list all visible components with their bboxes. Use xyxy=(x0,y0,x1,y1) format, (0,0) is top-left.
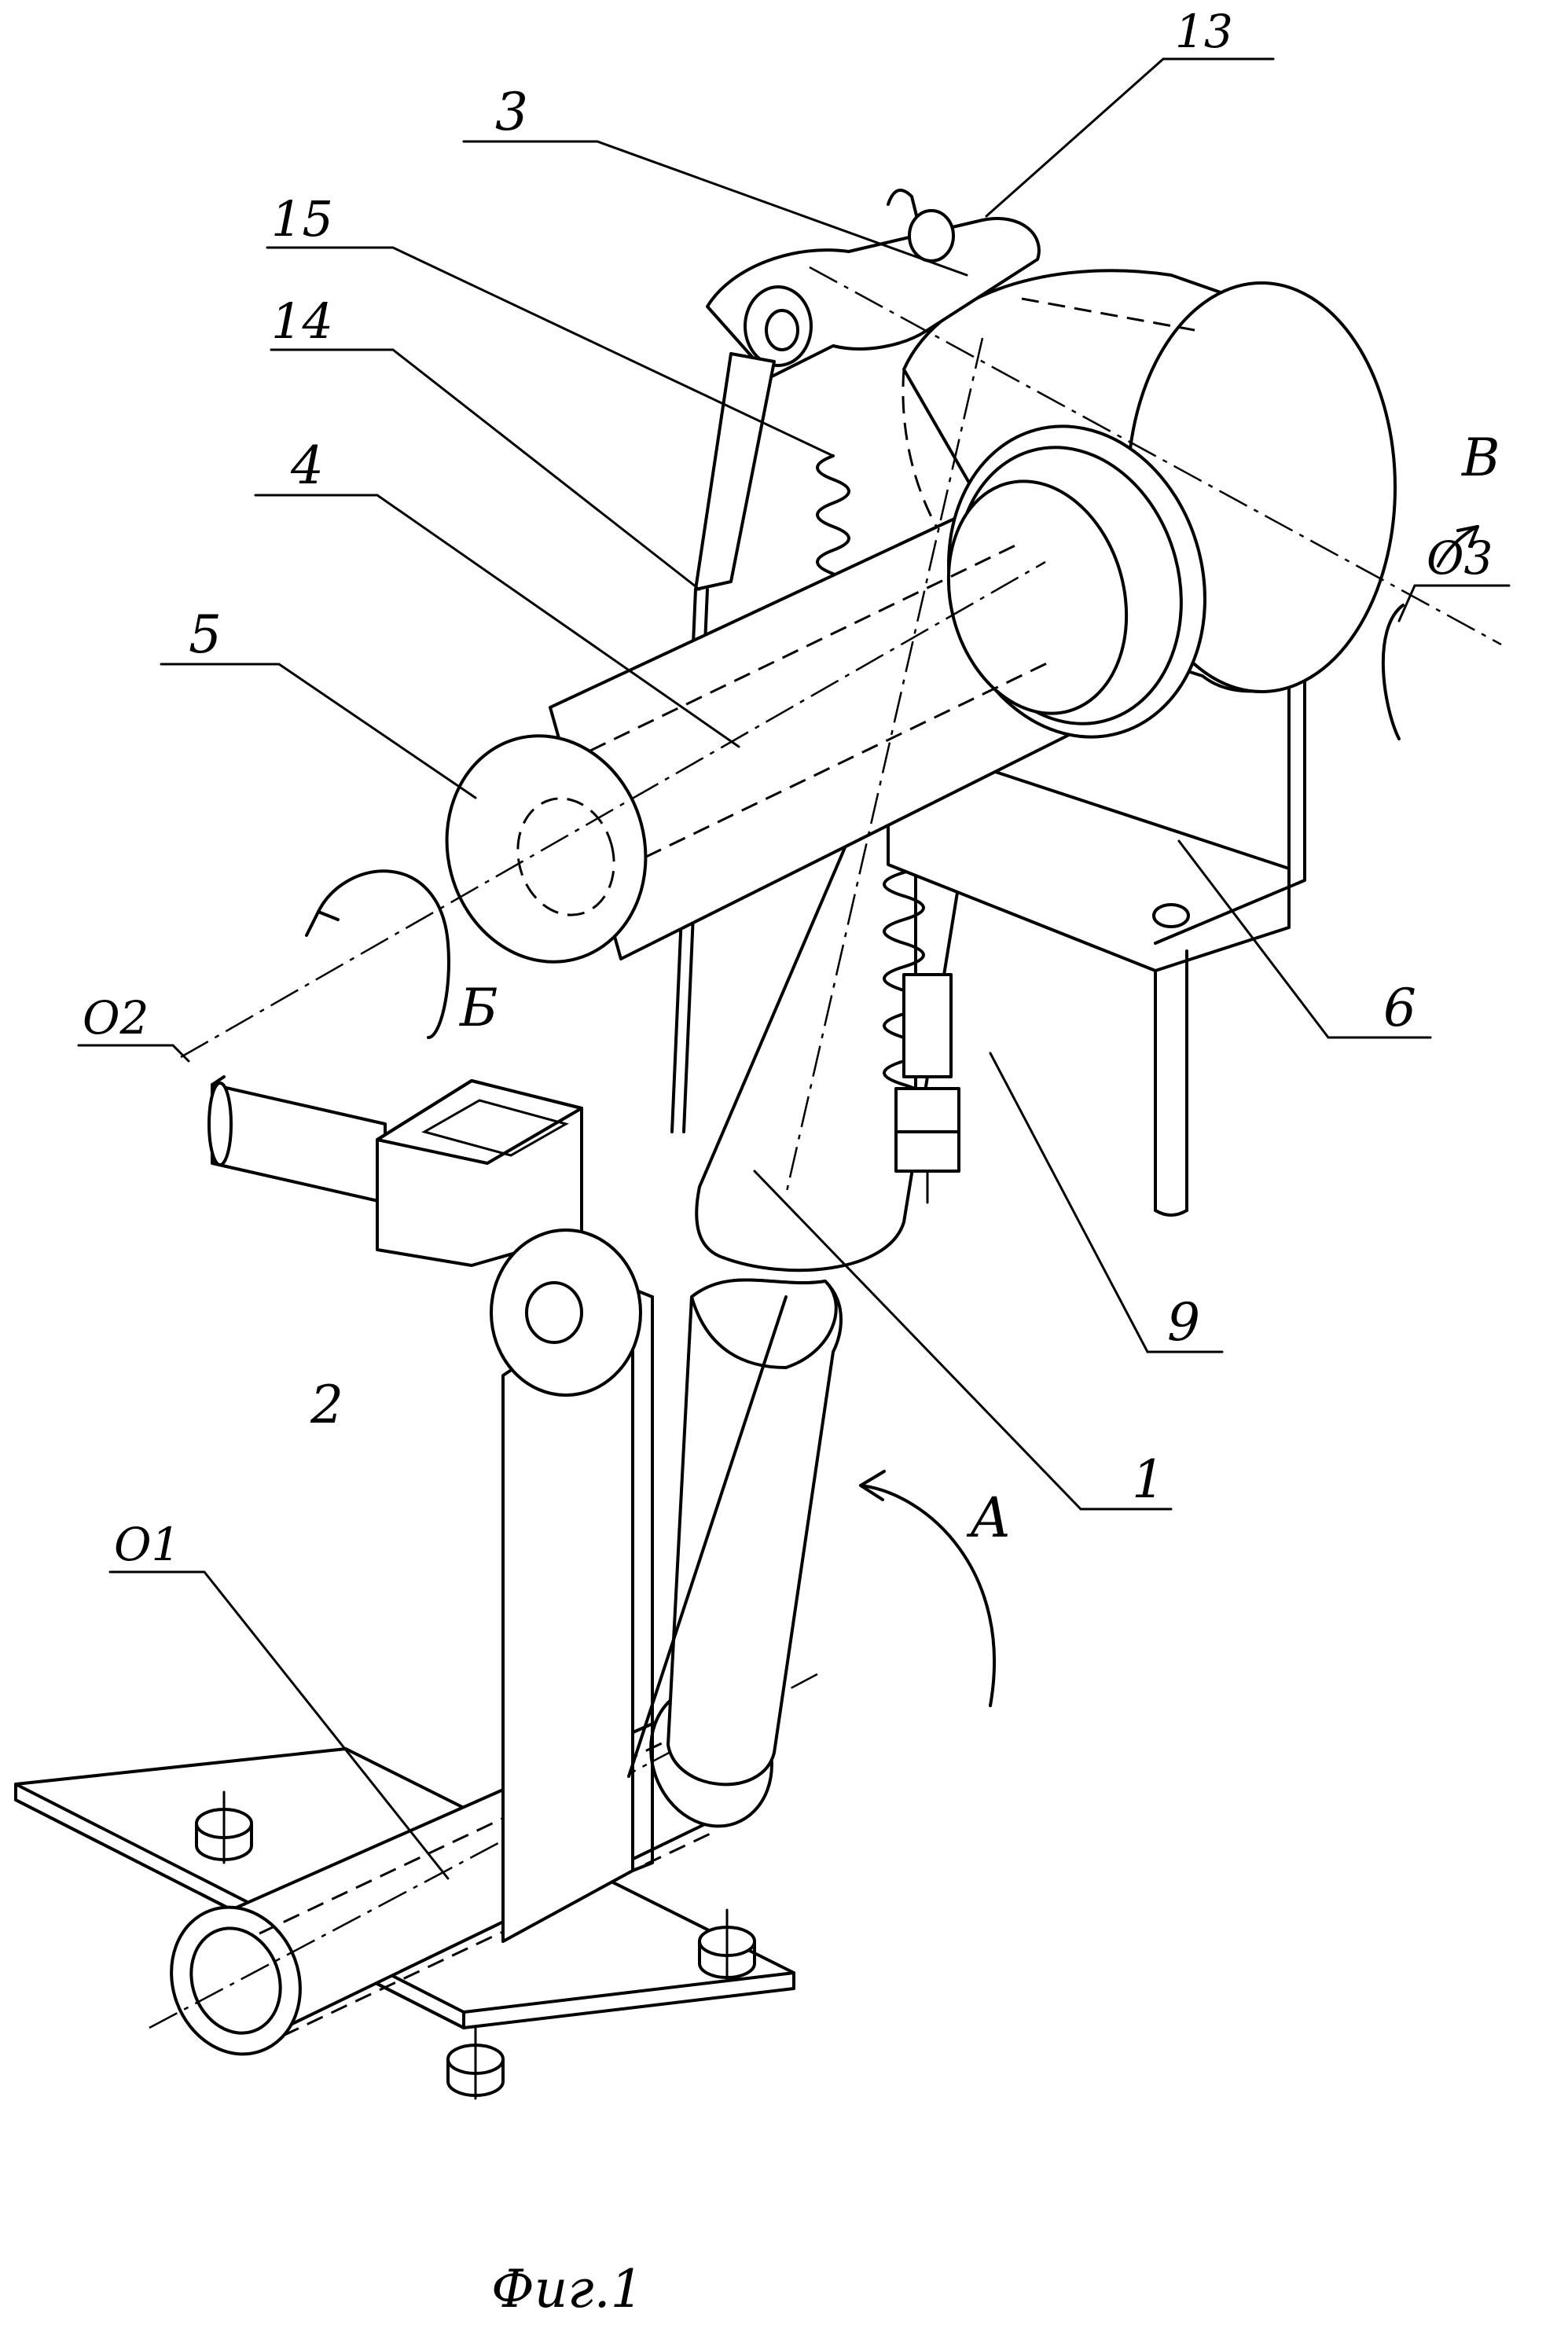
rotation-arrow-B-cyr xyxy=(307,871,449,1037)
figure-caption: Фиг.1 xyxy=(491,2259,644,2319)
label-O3: O3 xyxy=(1427,531,1493,585)
label-9: 9 xyxy=(1167,1292,1200,1353)
label-O2: O2 xyxy=(83,991,149,1045)
label-direction-B-cyr: Б xyxy=(458,978,498,1038)
label-13: 13 xyxy=(1175,5,1233,58)
label-1: 1 xyxy=(1132,1449,1165,1510)
lever-1 xyxy=(629,1280,841,1784)
label-15: 15 xyxy=(271,190,333,248)
label-2: 2 xyxy=(310,1375,343,1435)
label-3: 3 xyxy=(495,82,528,142)
label-O1: O1 xyxy=(114,1518,180,1571)
label-5: 5 xyxy=(189,604,222,665)
label-direction-V: B xyxy=(1461,428,1500,488)
label-4: 4 xyxy=(290,435,324,496)
label-6: 6 xyxy=(1383,978,1416,1038)
label-direction-A: A xyxy=(966,1486,1011,1550)
spring-15 xyxy=(817,456,849,574)
base-bolt xyxy=(448,2028,503,2099)
rod-and-clevis xyxy=(209,1077,641,1395)
label-14: 14 xyxy=(271,292,333,350)
